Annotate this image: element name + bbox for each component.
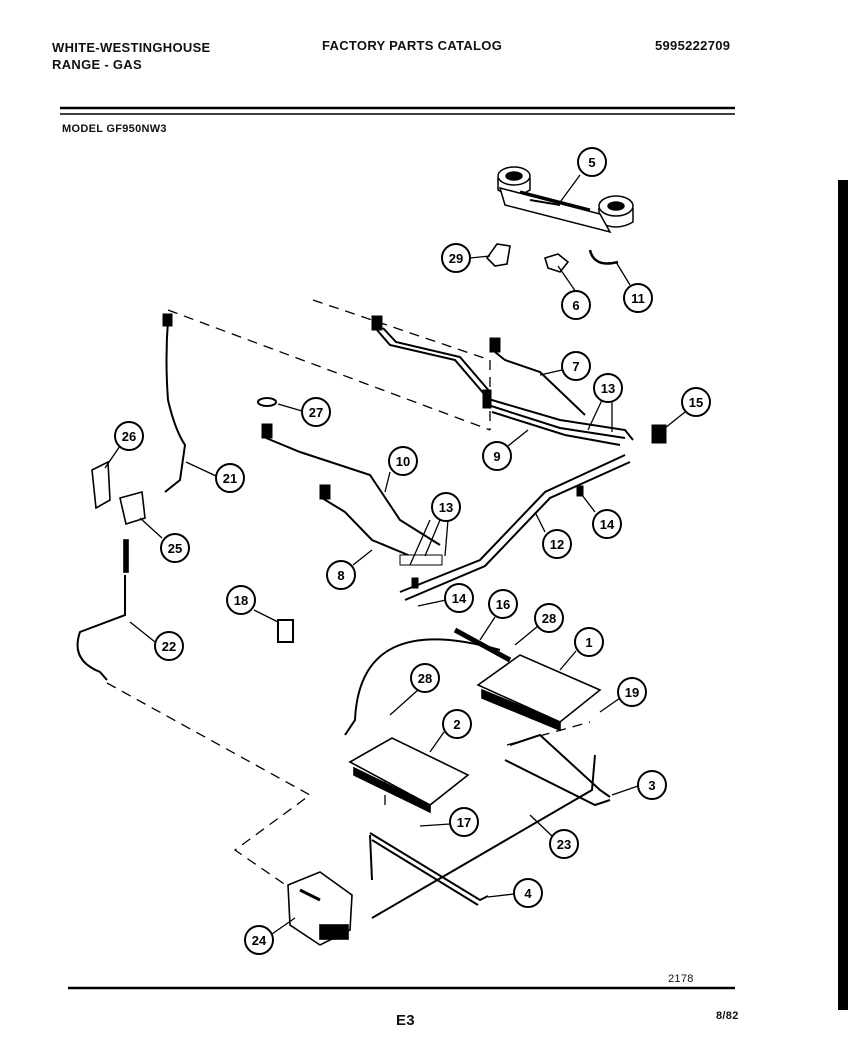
callout-23: 23 xyxy=(529,814,579,859)
callout-7: 7 xyxy=(539,351,591,381)
catalog-title: FACTORY PARTS CATALOG xyxy=(322,38,503,53)
svg-text:28: 28 xyxy=(418,671,432,686)
callout-22: 22 xyxy=(129,621,184,661)
svg-text:24: 24 xyxy=(252,933,267,948)
svg-text:15: 15 xyxy=(689,395,703,410)
svg-text:25: 25 xyxy=(168,541,182,556)
part-18-block xyxy=(277,619,294,643)
reference-number: 2178 xyxy=(668,973,694,985)
svg-text:23: 23 xyxy=(557,837,571,852)
callout-21: 21 xyxy=(185,461,245,493)
svg-text:12: 12 xyxy=(550,537,564,552)
svg-text:14: 14 xyxy=(452,591,467,606)
callout-18: 18 xyxy=(226,585,279,623)
callout-27: 27 xyxy=(277,397,331,427)
callout-25: 25 xyxy=(139,517,190,563)
callout-24: 24 xyxy=(244,917,296,955)
callout-13-mid: 13 xyxy=(424,492,461,557)
svg-text:5: 5 xyxy=(588,155,595,170)
callout-15: 15 xyxy=(664,387,711,429)
callout-1: 1 xyxy=(559,627,604,671)
svg-text:26: 26 xyxy=(122,429,136,444)
svg-text:29: 29 xyxy=(449,251,463,266)
callout-3: 3 xyxy=(611,770,667,800)
callout-group: 5 29 6 11 7 13 15 27 9 26 21 10 13 14 12… xyxy=(104,147,711,955)
svg-text:17: 17 xyxy=(457,815,471,830)
callout-4: 4 xyxy=(487,878,543,908)
svg-text:13: 13 xyxy=(439,500,453,515)
svg-text:16: 16 xyxy=(496,597,510,612)
callout-6: 6 xyxy=(557,265,591,320)
svg-text:22: 22 xyxy=(162,639,176,654)
svg-text:13: 13 xyxy=(601,381,615,396)
callout-2: 2 xyxy=(429,709,472,753)
callout-29: 29 xyxy=(441,243,491,273)
callout-26-top: 26 xyxy=(104,421,144,469)
revision-date: 8/82 xyxy=(716,1010,739,1022)
callout-10: 10 xyxy=(384,446,418,493)
svg-text:28: 28 xyxy=(542,611,556,626)
page-number: E3 xyxy=(396,1012,415,1029)
top-burner-assembly xyxy=(497,166,634,234)
svg-text:7: 7 xyxy=(572,359,579,374)
callout-12: 12 xyxy=(534,511,572,559)
callout-9: 9 xyxy=(482,429,529,471)
callout-14-left: 14 xyxy=(417,583,474,613)
model-number: MODEL GF950NW3 xyxy=(62,123,167,135)
svg-text:6: 6 xyxy=(572,298,579,313)
callout-13-low: 13 xyxy=(409,519,431,566)
callout-11: 11 xyxy=(615,261,653,313)
valve-fittings xyxy=(162,313,667,589)
assembly-guide-lines xyxy=(106,299,591,889)
header-rules xyxy=(60,106,735,990)
callout-14-right: 14 xyxy=(581,494,622,539)
brand-name: WHITE-WESTINGHOUSE xyxy=(52,40,211,55)
lower-pipes xyxy=(344,627,611,919)
callout-19: 19 xyxy=(599,677,647,713)
svg-text:9: 9 xyxy=(493,449,500,464)
svg-text:27: 27 xyxy=(309,405,323,420)
product-type: RANGE - GAS xyxy=(52,57,142,72)
svg-text:19: 19 xyxy=(625,685,639,700)
small-clips xyxy=(485,243,619,273)
svg-text:11: 11 xyxy=(631,291,645,306)
svg-text:18: 18 xyxy=(234,593,248,608)
svg-text:2: 2 xyxy=(453,717,460,732)
svg-text:8: 8 xyxy=(337,568,344,583)
callout-28-top: 28 xyxy=(514,603,564,646)
regulator-parts xyxy=(91,460,146,573)
svg-text:10: 10 xyxy=(396,454,410,469)
callout-8: 8 xyxy=(326,549,373,590)
svg-text:4: 4 xyxy=(524,886,532,901)
callout-28-mid: 28 xyxy=(389,663,440,716)
callout-13-top: 13 xyxy=(587,373,623,432)
callout-17: 17 xyxy=(419,807,479,837)
scan-edge-bar xyxy=(838,180,848,1010)
svg-text:1: 1 xyxy=(585,635,592,650)
catalog-number: 5995222709 xyxy=(655,38,731,53)
oven-burners xyxy=(348,654,602,814)
svg-text:3: 3 xyxy=(648,778,655,793)
callout-5: 5 xyxy=(557,147,607,206)
safety-valve xyxy=(287,871,353,946)
svg-text:14: 14 xyxy=(600,517,615,532)
svg-text:21: 21 xyxy=(223,471,237,486)
burner-tubes xyxy=(76,319,634,681)
callout-16: 16 xyxy=(479,589,518,641)
